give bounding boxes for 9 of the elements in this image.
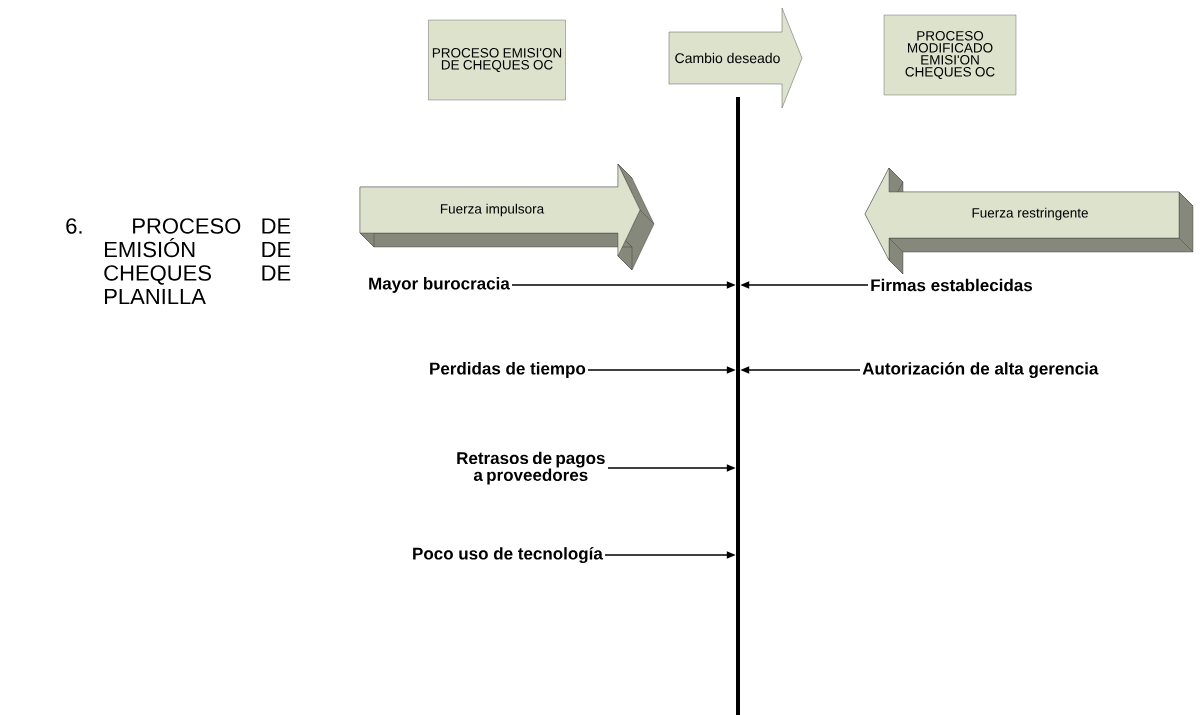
force-label: Autorización de alta gerencia [862,361,1099,379]
force-label: Poco uso de tecnología [413,546,603,564]
heading-text: 6. PROCESO DE EMISIÓN DE CHEQUES DE PLANILLA [66,218,291,305]
process-box: PROCESO MODIFICADO EMISI'ON CHEQUES OC [883,14,1017,96]
force-label: Perdidas de tiempo [430,362,586,378]
process-box: PROCESO EMISI'ON DE CHEQUES OC [428,19,566,101]
force-label: Mayor burocracia [369,277,510,293]
force-label: Retrasos de pagos a proveedores [457,451,605,485]
force-label: Firmas establecidas [871,278,1032,292]
